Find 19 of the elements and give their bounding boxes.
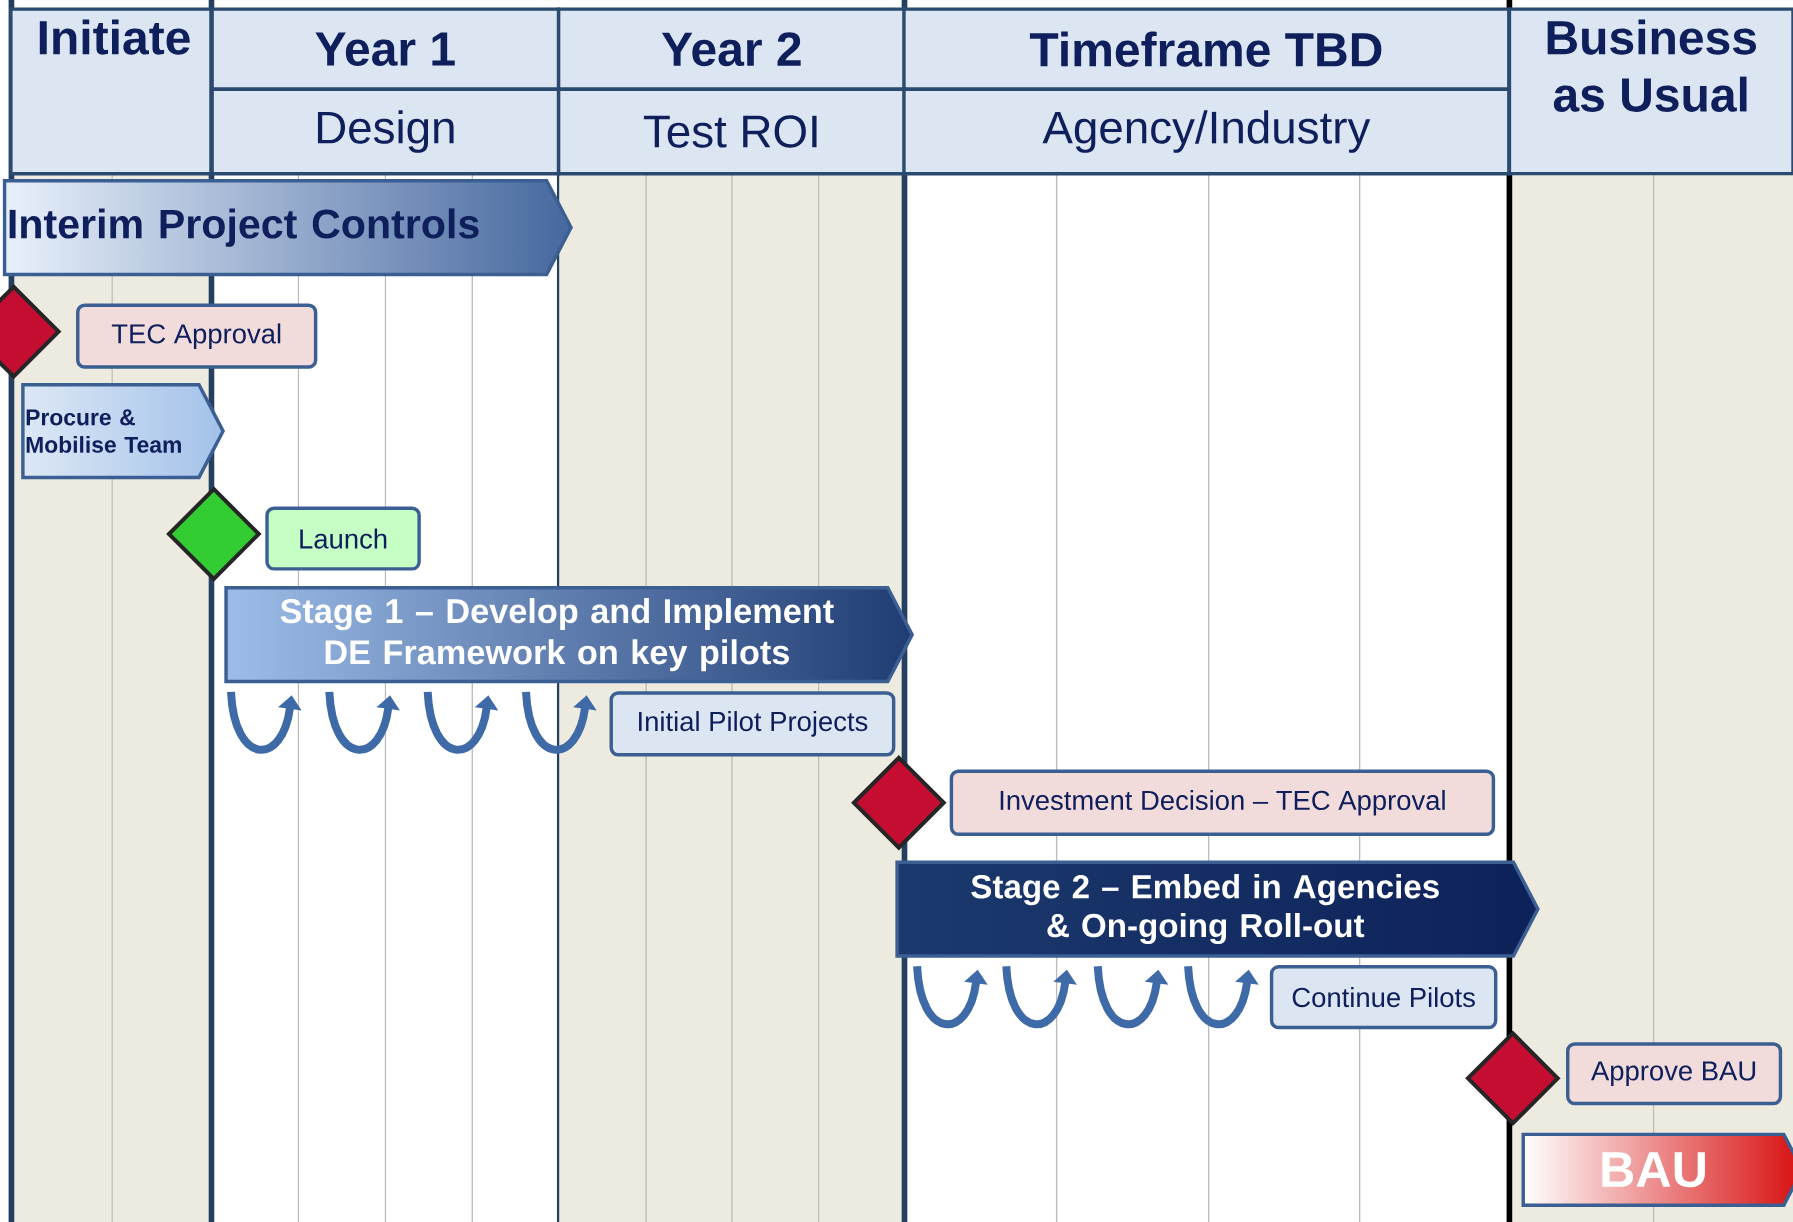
- phase-chevron-banner: Procure & Mobilise Team: [21, 382, 225, 479]
- phase-chevron-banner: Interim Project Controls: [2, 178, 573, 276]
- header-cell: Timeframe TBD: [902, 7, 1511, 91]
- phase-chevron-banner: Stage 2 – Embed in Agencies & On-going Roll-out: [895, 860, 1540, 958]
- header-cell: Design: [210, 87, 561, 176]
- header-cell: Initiate: [9, 7, 213, 176]
- milestone-label: Investment Decision – TEC Approval: [949, 769, 1496, 836]
- header-cell: Test ROI: [556, 87, 907, 176]
- header-cell: Agency/Industry: [902, 87, 1511, 176]
- milestone-label: Initial Pilot Projects: [609, 691, 896, 757]
- header-cell: Year 1: [210, 7, 561, 91]
- milestone-label: TEC Approval: [76, 303, 318, 369]
- header-cell: Business as Usual: [1507, 7, 1793, 176]
- milestone-label: Continue Pilots: [1269, 964, 1498, 1029]
- phase-chevron-banner: BAU: [1521, 1132, 1793, 1207]
- milestone-label: Approve BAU: [1566, 1042, 1783, 1105]
- phase-chevron-banner: Stage 1 – Develop and Implement DE Framework on key pilots: [224, 585, 915, 684]
- milestone-label: Launch: [265, 506, 421, 571]
- header-cell: Year 2: [556, 7, 907, 91]
